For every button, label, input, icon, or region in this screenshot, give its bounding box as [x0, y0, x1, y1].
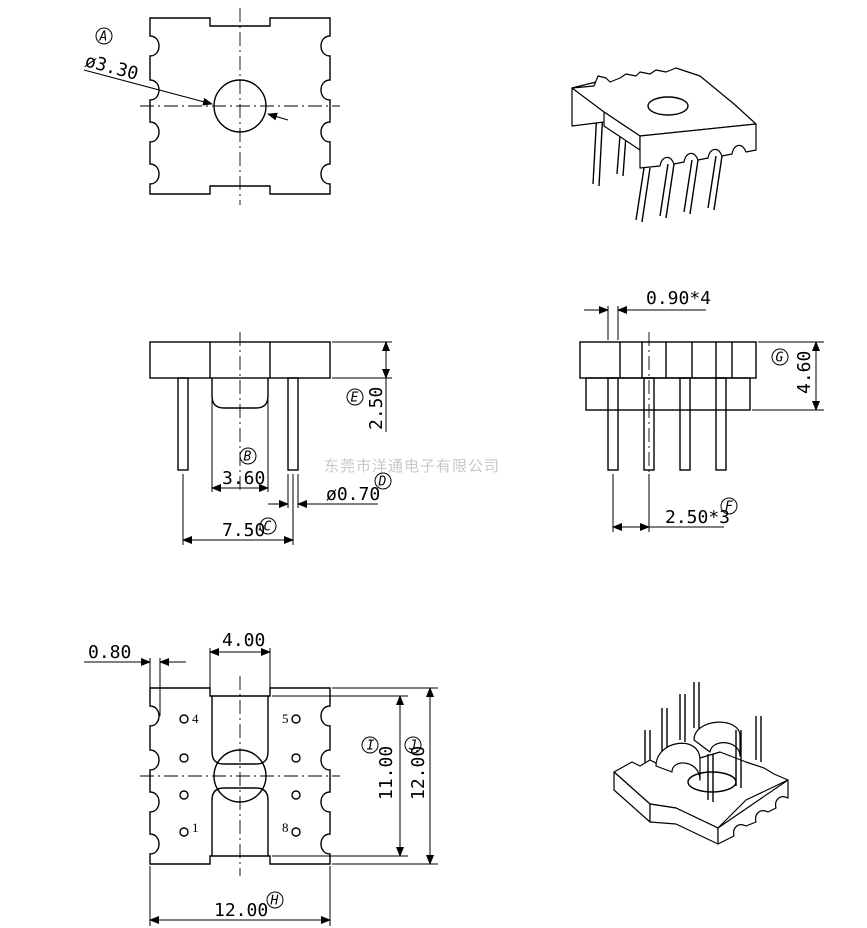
bottom-view: 4 5 1 8 0.80 4.00 11.00 I 12.00 J 12.00 — [84, 630, 438, 926]
outer-width-label: 12.00 — [214, 900, 268, 921]
hole-leader-line — [83, 69, 213, 106]
tag-i-label: I — [367, 739, 375, 754]
slot-width-label: 3.60 — [222, 468, 265, 489]
pin-span-label: 7.50 — [222, 520, 265, 541]
tag-h-label: H — [270, 894, 279, 909]
flange-height-label: 2.50 — [366, 387, 387, 430]
pin-pitch-label: 2.50*3 — [665, 507, 730, 528]
pin-label-8: 8 — [282, 820, 289, 835]
top-view-outline — [149, 17, 331, 195]
isometric-view-bottom — [613, 682, 789, 845]
pin-label-4: 4 — [192, 711, 199, 726]
tag-a-circle — [95, 27, 113, 45]
side-pin-4 — [715, 377, 727, 471]
bottom-slot-upper — [211, 696, 269, 765]
inner-length-label: 11.00 — [376, 746, 397, 800]
pin-label-1: 1 — [192, 820, 199, 835]
hole-leader-line-far — [267, 112, 289, 121]
pin-label-5: 5 — [282, 711, 289, 726]
tag-d-label: D — [378, 475, 387, 490]
body-height-label: 4.60 — [794, 351, 815, 394]
tag-g-label: G — [776, 351, 784, 366]
tag-f-label: F — [725, 500, 734, 515]
company-watermark: 东莞市洋通电子有限公司 — [324, 457, 500, 475]
hole-diameter-label: ø3.30 — [83, 51, 141, 85]
bottom-view-outline — [149, 687, 331, 865]
tag-c-label: C — [264, 520, 272, 535]
side-flange — [579, 341, 757, 379]
side-pin-3 — [679, 377, 691, 471]
tag-j-label: J — [408, 739, 417, 754]
tag-a-label: A — [99, 30, 108, 45]
front-view: 2.50 E 3.60 B 7.50 C ø0.70 D — [149, 332, 392, 545]
outer-length-label: 12.00 — [408, 746, 429, 800]
slot-width-bottom-label: 4.00 — [222, 630, 265, 651]
side-view: 0.90*4 4.60 G 2.50*3 F — [579, 288, 824, 532]
bottom-slot-lower — [211, 787, 269, 856]
side-body — [585, 377, 751, 411]
isometric-view-top — [571, 67, 757, 223]
side-pin-1 — [607, 377, 619, 471]
tag-b-label: B — [244, 450, 252, 465]
front-pin-right — [287, 377, 299, 471]
notch-depth-label: 0.80 — [88, 642, 131, 663]
pin-diameter-label: ø0.70 — [326, 484, 380, 505]
tag-e-label: E — [351, 391, 359, 406]
top-view: ø3.30 A — [83, 8, 340, 205]
front-pin-left — [177, 377, 189, 471]
pin-width-label: 0.90*4 — [646, 288, 711, 309]
